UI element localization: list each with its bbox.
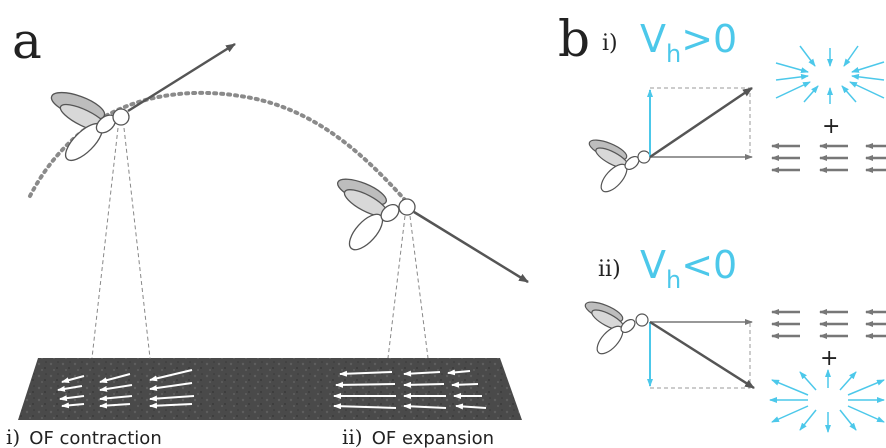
vector-diagram-b-ii [647,319,755,390]
insect-icon-b-i [588,139,651,193]
converging-flow-icon-b-i [775,45,885,104]
caption-contraction-text: OF contraction [29,428,161,448]
insect-icon-a-lower [337,178,416,251]
caption-expansion-num: ii) [342,425,363,448]
condition-ii-subscript: h [666,266,681,294]
total-velocity-arrow-b-ii [649,320,755,390]
condition-ii-num: ii) [598,257,621,282]
ground-plane [18,358,522,420]
total-velocity-arrow-b-i [649,86,753,159]
condition-ii-label: Vh<0 [640,243,737,294]
condition-i-subscript: h [666,40,681,68]
of-expansion-arrows [333,369,487,410]
condition-i-symbol: V [640,17,666,61]
condition-i-num: i) [602,31,618,56]
vector-diagram-b-i [647,86,753,160]
panel-b: b i) Vh>0 [558,10,886,433]
panel-a: a [6,12,529,448]
diverging-flow-icon-b-ii [769,369,885,433]
panel-a-label: a [12,12,42,70]
condition-i-label: Vh>0 [640,17,737,68]
panel-b-label: b [558,10,590,68]
insect-icon-b-ii [584,301,649,355]
plus-sign-b-ii: + [820,346,838,371]
plus-sign-b-i: + [822,114,840,139]
projection-lines-right [387,215,429,359]
translational-flow-icon-b-ii [771,309,886,339]
of-contraction-arrows [57,369,195,409]
caption-contraction: i) OF contraction [6,425,162,448]
condition-ii-symbol: V [640,243,666,287]
caption-expansion: ii) OF expansion [342,425,494,448]
condition-i-relation: >0 [681,17,737,61]
insect-icon-a-upper [50,91,130,162]
velocity-arrow-a-lower [413,210,529,284]
caption-expansion-text: OF expansion [372,428,494,448]
translational-flow-icon-b-i [771,143,886,173]
velocity-arrow-a-upper [127,42,236,113]
condition-ii-relation: <0 [681,243,737,287]
projection-lines-left [91,127,151,359]
caption-contraction-num: i) [6,425,20,448]
